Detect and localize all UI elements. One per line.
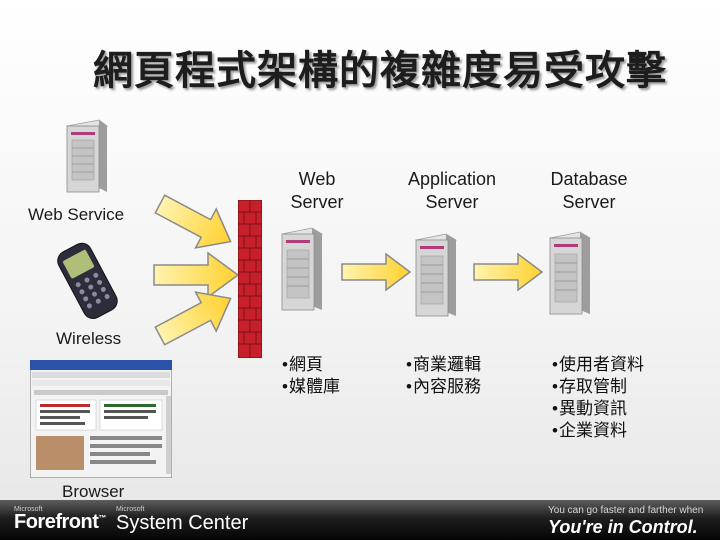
web-service-label: Web Service bbox=[28, 205, 125, 224]
list-item: 企業資料 bbox=[552, 420, 644, 442]
list-item: 存取管制 bbox=[552, 376, 644, 398]
footer-bar: Microsoft Forefront™ Microsoft System Ce… bbox=[0, 500, 720, 540]
web-server-icon bbox=[280, 227, 324, 311]
list-item: 商業邏輯 bbox=[406, 354, 481, 376]
tagline-small: You can go faster and farther when bbox=[548, 505, 704, 516]
slide-title: 網頁程式架構的複雜度易受攻擊 bbox=[93, 47, 667, 94]
arrow-icon bbox=[473, 252, 544, 292]
browser-label: Browser bbox=[62, 482, 125, 501]
list-item: 媒體庫 bbox=[282, 376, 340, 398]
tagline-main: You're in Control. bbox=[548, 517, 698, 537]
forefront-logo: Forefront™ bbox=[14, 511, 106, 533]
arrow-icon bbox=[153, 251, 240, 299]
app-server-bullets: 商業邏輯 內容服務 bbox=[406, 354, 481, 398]
list-item: 內容服務 bbox=[406, 376, 481, 398]
web-server-bullets: 網頁 媒體庫 bbox=[282, 354, 340, 398]
list-item: 使用者資料 bbox=[552, 354, 644, 376]
client-arrows bbox=[153, 194, 240, 346]
firewall-icon bbox=[238, 200, 262, 358]
wireless-label: Wireless bbox=[56, 329, 122, 348]
list-item: 異動資訊 bbox=[552, 398, 644, 420]
arrow-icon bbox=[154, 291, 232, 346]
db-server-bullets: 使用者資料 存取管制 異動資訊 企業資料 bbox=[552, 354, 644, 442]
mobile-phone-icon bbox=[57, 242, 118, 319]
database-server-icon bbox=[548, 231, 592, 315]
microsoft-small-label: Microsoft bbox=[14, 506, 43, 513]
list-item: 網頁 bbox=[282, 354, 340, 376]
client-server-icon bbox=[66, 119, 108, 193]
arrow-icon bbox=[154, 194, 232, 249]
arrow-icon bbox=[341, 252, 412, 292]
system-center-logo: System Center bbox=[116, 512, 249, 534]
app-server-icon bbox=[414, 233, 458, 317]
browser-window-icon bbox=[30, 360, 172, 478]
microsoft-small-label: Microsoft bbox=[116, 506, 145, 513]
